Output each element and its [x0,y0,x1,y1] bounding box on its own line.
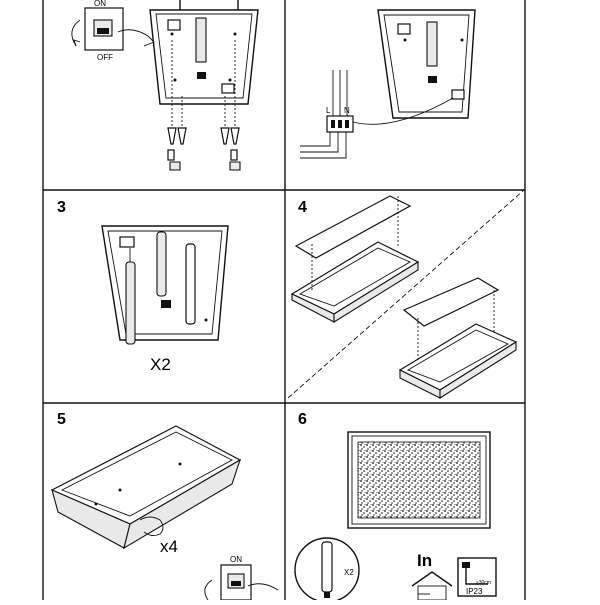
panel-number-4: 4 [298,199,307,216]
tube-holder [195,17,207,63]
panel-6: X2 In ≥30cm IP23 [294,431,497,603]
switch-icon: ON [204,555,279,601]
ip-distance-label: ≥30cm [476,580,491,586]
fixture-tray-3 [101,225,229,341]
screw-icon [167,40,240,145]
panel-3: X2 [101,225,229,374]
panel-number-3: 3 [57,199,66,216]
switch-on-label: ON [230,555,242,564]
panel-5: x4 ON [50,425,279,601]
fixture-housing-3d [50,425,242,550]
fixture-tray-2 [377,9,476,119]
switch-off-label: OFF [97,53,113,62]
housing-lower [398,323,518,399]
tube-count-label: X2 [344,568,354,577]
panel-number-6: 6 [298,411,307,428]
ip-rating-icon: ≥30cm IP23 [457,557,497,597]
fluorescent-tube-icon [125,231,196,345]
panel-1: ON OFF [71,0,259,171]
dowel-icon [167,149,241,171]
switch-icon: ON OFF [71,0,155,62]
diffuser-panel-upper [294,195,412,259]
diffuser-panel-lower [402,277,500,327]
switch-on-label: ON [94,0,106,8]
fluorescent-tube-icon: X2 [294,537,360,603]
indoor-label: In [417,551,432,570]
fixture-tray-1 [149,0,259,105]
panel-4 [287,189,525,399]
separator-diagonal [287,189,525,399]
house-icon: In [411,551,453,601]
panel-2: L N [300,9,476,159]
hand-icon [139,516,164,537]
screw-icon [311,196,495,360]
panel-grid [42,0,526,600]
terminal-label-l: L [326,106,331,115]
tube-multiplier-label: X2 [150,355,171,374]
terminal-block-icon: L N [300,70,454,159]
terminal-block-icon [167,19,181,31]
panel-number-5: 5 [57,411,66,428]
finished-luminaire [347,431,491,529]
housing-upper [290,241,420,323]
ip-rating-label: IP23 [466,587,483,596]
clip-multiplier-label: x4 [160,537,178,556]
